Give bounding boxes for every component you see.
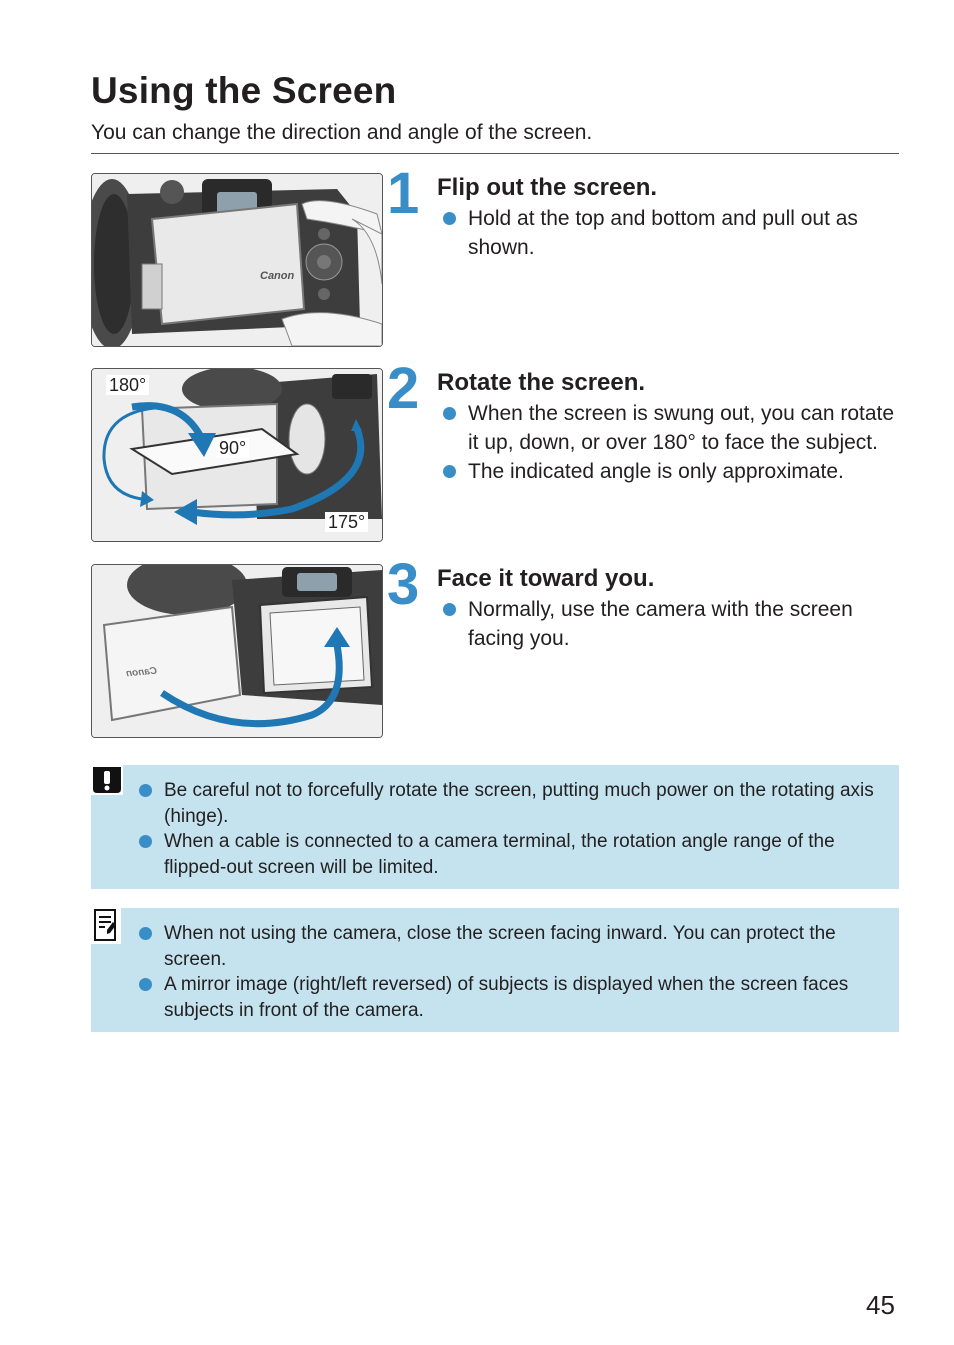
memo-item: A mirror image (right/left reversed) of … [139, 972, 874, 1023]
step-3-bullet: Normally, use the camera with the screen… [443, 595, 903, 653]
step-3-bullets: Normally, use the camera with the screen… [443, 595, 903, 653]
caution-icon [91, 765, 123, 795]
brand-logo-text: Canon [260, 270, 295, 282]
step-1-number: 1 [387, 161, 420, 226]
page-title: Using the Screen [91, 70, 397, 111]
camera-flip-out-illustration [92, 174, 382, 346]
page-intro: You can change the direction and angle o… [91, 121, 593, 144]
step-3-title: Face it toward you. [437, 565, 655, 592]
caution-item: Be careful not to forcefully rotate the … [139, 778, 874, 829]
step-1-bullets: Hold at the top and bottom and pull out … [443, 204, 903, 262]
memo-note: When not using the camera, close the scr… [91, 908, 899, 1032]
step-2-bullet: The indicated angle is only approximate. [443, 457, 903, 486]
angle-90-label: 90° [216, 438, 250, 458]
step-3-figure: Canon [91, 564, 383, 738]
screen-facing-user-illustration [92, 565, 382, 737]
memo-item: When not using the camera, close the scr… [139, 921, 874, 972]
screen-rotation-illustration [92, 369, 382, 541]
step-2-number: 2 [387, 356, 420, 421]
bullet-dot-icon [139, 927, 152, 940]
caution-item: When a cable is connected to a camera te… [139, 829, 874, 880]
step-2-bullets: When the screen is swung out, you can ro… [443, 399, 903, 486]
angle-175-label: 175° [325, 512, 369, 532]
page-number: 45 [866, 1290, 895, 1320]
bullet-dot-icon [443, 212, 456, 225]
step-2-figure: 180° 90° 175° [91, 368, 383, 542]
bullet-dot-icon [139, 835, 152, 848]
step-3-number: 3 [387, 552, 420, 617]
header-divider [91, 153, 899, 154]
step-1-bullet: Hold at the top and bottom and pull out … [443, 204, 903, 262]
memo-icon [91, 908, 121, 944]
bullet-dot-icon [139, 784, 152, 797]
bullet-dot-icon [139, 978, 152, 991]
caution-note: Be careful not to forcefully rotate the … [91, 765, 899, 889]
bullet-dot-icon [443, 465, 456, 478]
step-2-bullet: When the screen is swung out, you can ro… [443, 399, 903, 457]
step-1-title: Flip out the screen. [437, 174, 658, 201]
step-1-figure: Canon [91, 173, 383, 347]
memo-list: When not using the camera, close the scr… [139, 921, 874, 1023]
bullet-dot-icon [443, 603, 456, 616]
angle-180-label: 180° [106, 375, 150, 395]
mirrored-brand-logo-text: Canon [125, 665, 158, 680]
caution-list: Be careful not to forcefully rotate the … [139, 778, 874, 880]
step-2-title: Rotate the screen. [437, 369, 646, 396]
bullet-dot-icon [443, 407, 456, 420]
